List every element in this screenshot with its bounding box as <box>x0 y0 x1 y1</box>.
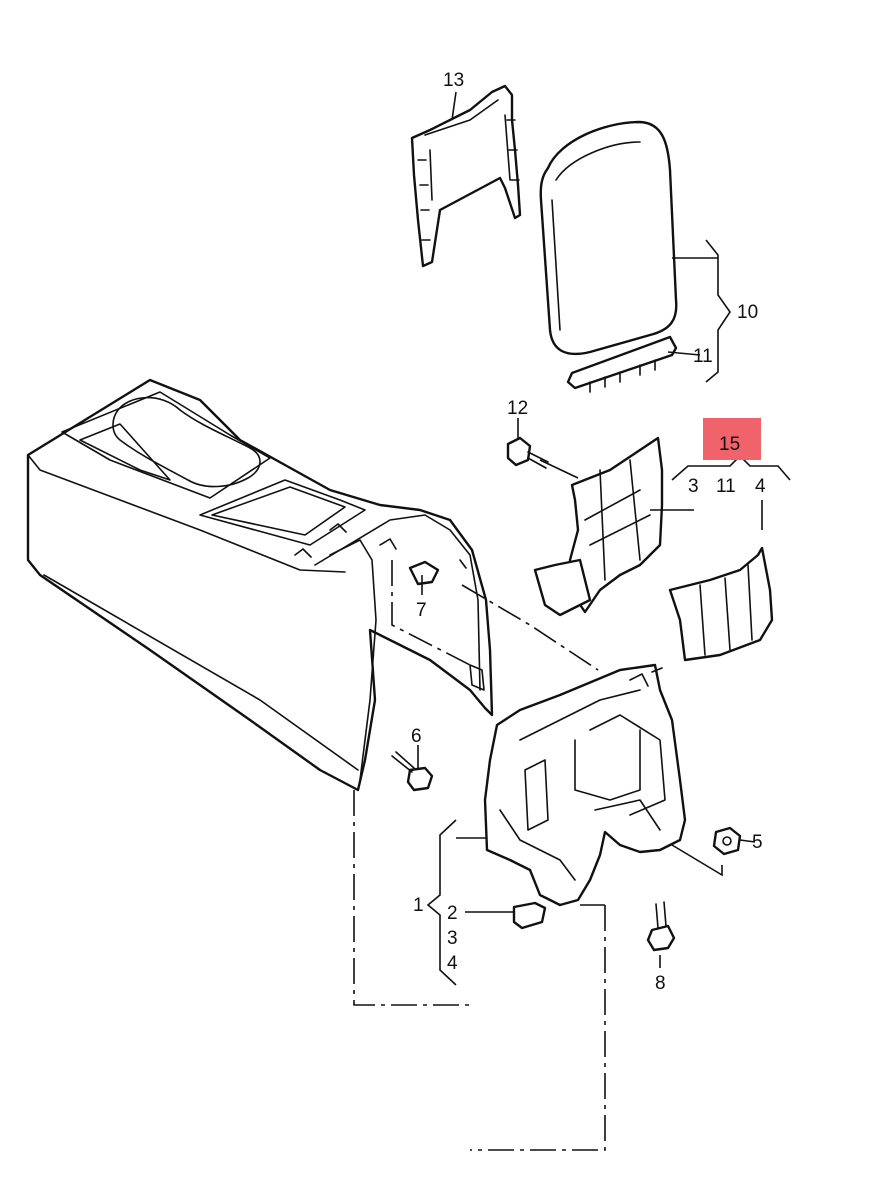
callout-11-mid: 11 <box>716 476 736 497</box>
part-13-armrest-frame <box>410 84 522 268</box>
part-1-console-frame <box>483 663 687 907</box>
callout-3-bottom: 3 <box>447 928 458 949</box>
assembly-lines <box>353 560 606 1151</box>
leader-lines <box>417 91 791 986</box>
callout-13: 13 <box>443 70 464 91</box>
callout-4-bottom: 4 <box>447 953 458 974</box>
callout-15: 15 <box>719 434 740 455</box>
callout-11-top: 11 <box>693 346 713 367</box>
callout-1: 1 <box>413 895 424 916</box>
callout-10: 10 <box>737 302 758 323</box>
callout-8: 8 <box>655 973 666 994</box>
part-2-clip <box>512 901 547 930</box>
callout-5: 5 <box>752 832 763 853</box>
part-8-bolt <box>646 901 676 952</box>
part-5-nut <box>712 826 742 856</box>
highlight-box <box>703 418 761 460</box>
part-7-clip-nut <box>408 560 440 586</box>
part-12-bolt <box>506 436 549 469</box>
center-console-body <box>26 378 494 792</box>
callout-12: 12 <box>507 398 528 419</box>
callout-3-top: 3 <box>688 476 699 497</box>
part-4-side-cover <box>668 546 774 662</box>
callout-2: 2 <box>447 903 458 924</box>
callout-labels: 13 10 11 12 15 3 11 4 7 6 5 1 2 3 4 8 <box>411 70 766 994</box>
callout-6: 6 <box>411 726 422 747</box>
callout-4-top: 4 <box>755 476 766 497</box>
callout-7: 7 <box>416 600 427 621</box>
part-10-armrest-pad <box>539 120 678 356</box>
part-6-bolt <box>391 751 434 792</box>
part-11-hinge-strip <box>566 335 678 393</box>
part-3-bracket <box>533 436 664 617</box>
